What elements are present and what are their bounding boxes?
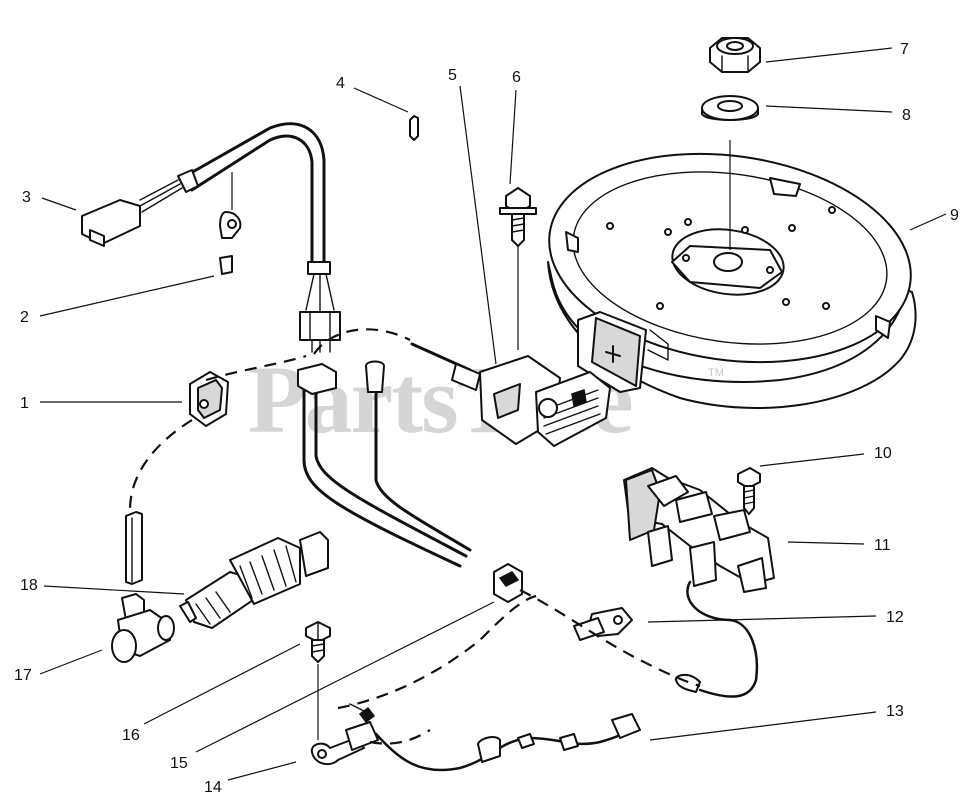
ignition-armature-part[interactable]: [410, 342, 611, 447]
alternator-stator-part[interactable]: [623, 467, 775, 698]
lead-wires: [302, 366, 472, 568]
ground-route-line: [519, 589, 701, 688]
armature-screw-part[interactable]: [499, 187, 537, 350]
callout-11: 11: [874, 537, 891, 554]
spark-plug-part[interactable]: [179, 531, 329, 629]
harness-route-line: [313, 328, 411, 355]
pin-part[interactable]: [409, 115, 419, 141]
callout-4: 4: [336, 75, 345, 92]
ground-terminal-part[interactable]: [219, 211, 242, 275]
callout-numbers: 1 2 3 4 5 6 7 8 9 10 11 12 13 14 15 16 1…: [14, 41, 959, 796]
callout-1: 1: [20, 395, 29, 412]
flywheel-part[interactable]: [536, 132, 925, 409]
ground-clip-part[interactable]: [573, 607, 633, 641]
fuel-tee-part[interactable]: [111, 593, 175, 663]
callout-6: 6: [512, 69, 521, 86]
stator-screw-part[interactable]: [737, 467, 761, 515]
callout-10: 10: [874, 445, 892, 462]
callout-5: 5: [448, 67, 457, 84]
ground-lead-short-line: [369, 729, 431, 745]
watermark-trademark: TM: [708, 367, 724, 379]
callout-2: 2: [20, 309, 29, 326]
grommet-route-line: [128, 419, 193, 511]
wire-grommet-part[interactable]: [493, 563, 523, 603]
callout-7: 7: [900, 41, 909, 58]
ground-lead-route-line: [337, 594, 537, 710]
callout-8: 8: [902, 107, 911, 124]
callout-18: 18: [20, 577, 38, 594]
leader-lines: [39, 47, 947, 781]
flywheel-nut-part[interactable]: [709, 37, 761, 73]
callout-12: 12: [886, 609, 904, 626]
callout-3: 3: [22, 189, 31, 206]
callout-15: 15: [170, 755, 188, 772]
flywheel-washer-part[interactable]: [701, 95, 759, 121]
wiring-harness-part[interactable]: [81, 122, 341, 353]
callout-14: 14: [204, 779, 222, 796]
wire-connector-part[interactable]: [297, 360, 385, 395]
ground-screw-part[interactable]: [305, 621, 331, 740]
callout-17: 17: [14, 667, 32, 684]
callout-16: 16: [122, 727, 140, 744]
callout-13: 13: [886, 703, 904, 720]
callout-9: 9: [950, 207, 959, 224]
ground-lead-part[interactable]: [310, 703, 641, 772]
grommet-upper-line: [205, 354, 307, 382]
fuel-tube-part[interactable]: [125, 511, 143, 585]
grommet-part[interactable]: [189, 371, 229, 427]
